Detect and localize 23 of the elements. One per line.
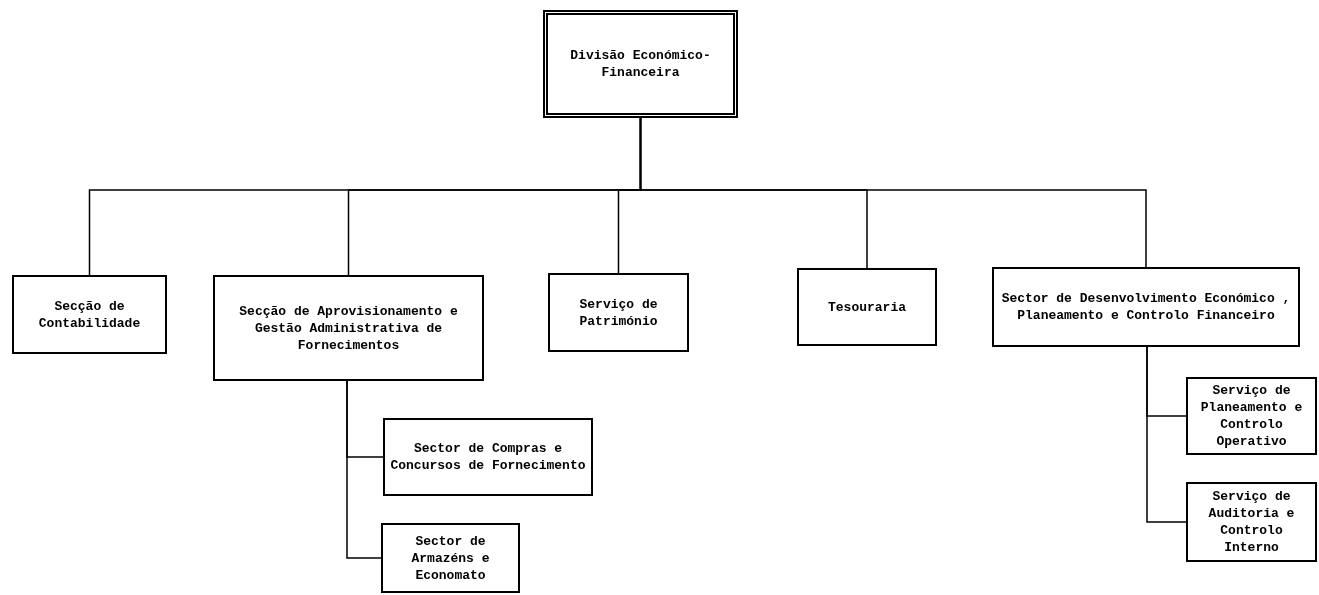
unit-box <box>381 523 520 593</box>
unit-label: Divisão Económico- Financeira <box>569 47 712 81</box>
unit-label: Serviço de Património <box>578 295 659 330</box>
root-box <box>543 10 738 118</box>
unit-label: Sector de Compras e Concursos de Fornecimento <box>389 440 587 474</box>
unit-label: Secção de Aprovisionamento e Gestão Administrativa de Fornecimentos <box>238 302 459 354</box>
unit-box <box>383 418 593 496</box>
unit-box <box>213 275 484 381</box>
unit-label: Sector de Desenvolvimento Económico , Planeamento e Controlo Financeiro <box>1000 290 1292 324</box>
connector-line <box>346 380 382 559</box>
unit-label: Serviço de Auditoria e Controlo Interno <box>1207 488 1296 556</box>
unit-box <box>1186 482 1317 562</box>
unit-box <box>992 267 1300 347</box>
unit-box <box>1186 377 1317 455</box>
unit-box <box>12 275 167 354</box>
unit-label: Serviço de Planeamento e Controlo Operativo <box>1199 382 1304 450</box>
unit-label: Tesouraria <box>827 298 907 316</box>
unit-label: Sector de Armazéns e Economato <box>410 532 491 584</box>
unit-box <box>548 273 689 352</box>
connector-line <box>1146 346 1187 523</box>
unit-label: Secção de Contabilidade <box>37 297 142 332</box>
unit-box <box>797 268 937 346</box>
connector-line <box>639 117 1147 268</box>
